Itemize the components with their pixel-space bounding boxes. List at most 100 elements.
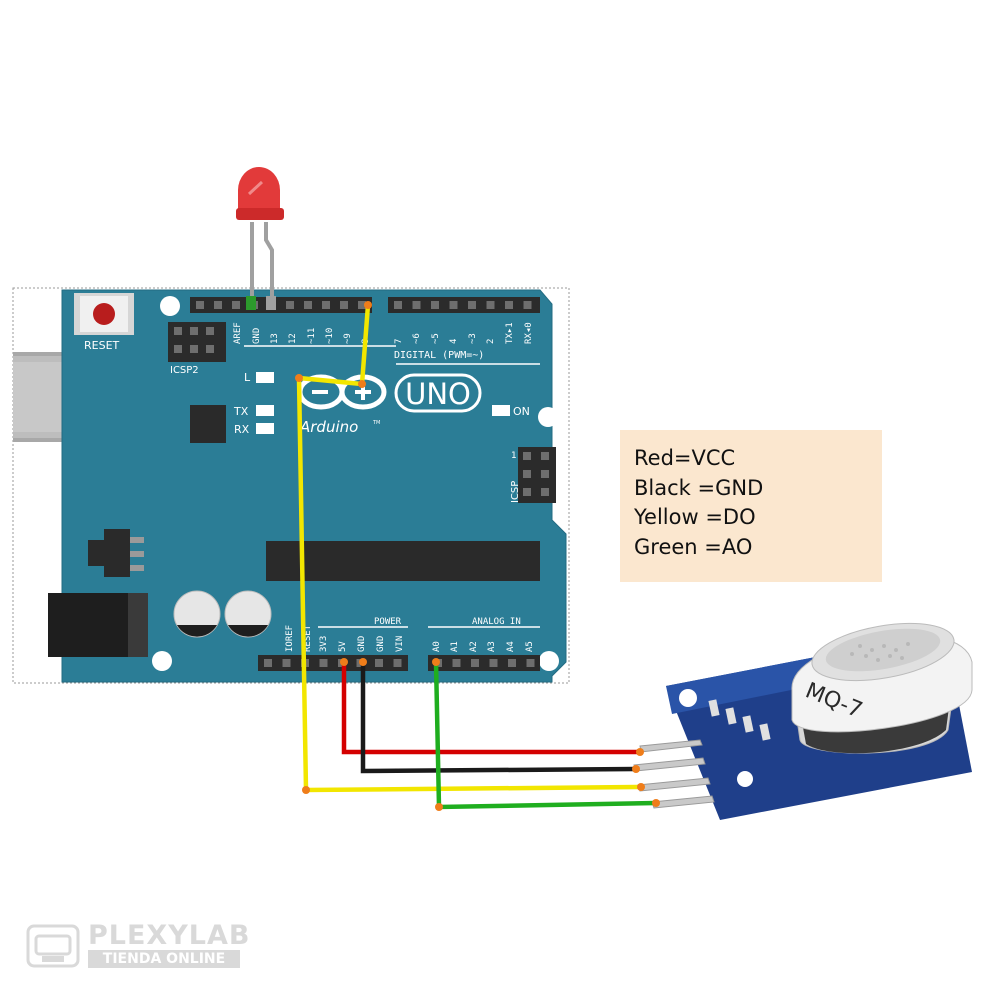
header-pin-hole xyxy=(286,301,294,309)
wire-color-legend: Red=VCC Black =GND Yellow =DO Green =AO xyxy=(620,430,882,582)
pin-label: A4 xyxy=(506,641,516,652)
analog-label: ANALOG IN xyxy=(472,617,521,627)
power-header xyxy=(258,655,408,671)
reset-label: RESET xyxy=(84,339,120,352)
icsp-pin1-label: 1 xyxy=(511,451,517,461)
header-pin-hole xyxy=(452,659,461,667)
pin-label: ~3 xyxy=(468,333,478,344)
reset-button xyxy=(74,293,134,335)
tx-label: TX xyxy=(233,405,249,418)
mounting-hole xyxy=(538,407,558,427)
header-pin-hole xyxy=(322,301,330,309)
header-pin-hole xyxy=(264,659,272,667)
mq7-sensor-module xyxy=(633,623,973,820)
uno-badge xyxy=(394,373,482,413)
pin-label: ~6 xyxy=(412,333,422,344)
header-pin-hole xyxy=(196,301,204,309)
header-pin-hole xyxy=(486,301,495,309)
on-led xyxy=(492,405,510,416)
pin-label: IOREF xyxy=(285,625,295,652)
mounting-hole xyxy=(539,651,559,671)
power-jack xyxy=(48,593,148,657)
header-pin-hole xyxy=(319,659,328,667)
legend-line-vcc: Red=VCC xyxy=(634,446,736,470)
l-led xyxy=(256,372,274,383)
header-pin-hole xyxy=(232,301,240,309)
header-pin-hole xyxy=(508,659,516,667)
pin-label: A3 xyxy=(487,641,497,652)
pin-label: 5V xyxy=(338,641,348,652)
pin-label: 13 xyxy=(270,333,280,344)
plexylab-watermark: PLEXYLAB TIENDA ONLINE xyxy=(26,920,250,974)
analog-header xyxy=(428,655,540,671)
header-pin-hole xyxy=(340,301,348,309)
power-label: POWER xyxy=(374,617,402,627)
icsp2-label: ICSP2 xyxy=(170,365,199,376)
board-outline xyxy=(12,287,570,684)
brand-subtitle: TIENDA ONLINE xyxy=(88,950,240,968)
legend-line-gnd: Black =GND xyxy=(634,475,764,500)
pin-label: A5 xyxy=(525,641,535,652)
voltage-regulator xyxy=(88,529,144,577)
header-pin-hole xyxy=(282,659,291,667)
header-pin-hole xyxy=(358,301,366,309)
pin-label: 3V3 xyxy=(319,636,329,652)
icsp2-header xyxy=(168,322,226,362)
red-led xyxy=(236,167,284,310)
capacitor xyxy=(224,590,272,638)
header-pin-hole xyxy=(471,659,479,667)
pin-label: GND xyxy=(252,328,262,344)
pin-label: 2 xyxy=(486,339,496,344)
pin-label: ~10 xyxy=(325,328,335,344)
header-pin-hole xyxy=(214,301,222,309)
usb-chip xyxy=(190,405,226,443)
header-pin-hole xyxy=(523,301,532,309)
rx-label: RX xyxy=(234,423,250,436)
icsp-header xyxy=(518,447,556,503)
pin-label: VIN xyxy=(395,636,405,652)
header-pin-hole xyxy=(468,301,476,309)
wire-joints xyxy=(295,301,660,811)
pin-label: A1 xyxy=(450,641,460,652)
header-pin-hole xyxy=(449,301,458,309)
header-pin-hole xyxy=(412,301,421,309)
arduino-board xyxy=(61,289,567,683)
digital-label: DIGITAL (PWM=~) xyxy=(394,350,484,361)
pin-label: ~9 xyxy=(343,333,353,344)
arduino-label: Arduino xyxy=(299,418,358,436)
uno-label: UNO xyxy=(405,377,471,411)
pin-label: AREF xyxy=(233,322,243,344)
tx-led xyxy=(256,405,274,416)
legend-line-do: Yellow =DO xyxy=(634,505,756,529)
brand-name: PLEXYLAB xyxy=(88,920,251,951)
header-pin-hole xyxy=(489,659,498,667)
header-pin-hole xyxy=(393,659,402,667)
digital-header-left xyxy=(190,297,372,313)
pin-label: RESET xyxy=(303,624,313,652)
header-pin-hole xyxy=(505,301,513,309)
pin-label: ~5 xyxy=(431,333,441,344)
wire-gnd-black xyxy=(360,662,637,774)
header-pin-hole xyxy=(304,301,312,309)
microcontroller-chip xyxy=(266,541,540,581)
mounting-hole xyxy=(152,651,172,671)
pin-label: 7 xyxy=(394,339,404,344)
pin-label: 12 xyxy=(288,333,298,344)
pin-label: GND xyxy=(357,636,367,652)
header-pin-hole xyxy=(375,659,383,667)
wire-vcc-red xyxy=(341,662,640,755)
analog-pin-labels: A0 A1 A2 A3 A4 A5 xyxy=(432,641,535,652)
capacitor xyxy=(173,590,221,638)
digital-header-right xyxy=(388,297,540,313)
pin-label: A2 xyxy=(469,641,479,652)
mounting-hole xyxy=(160,296,180,316)
icsp-label: ICSP xyxy=(510,481,521,503)
pin-label: ~11 xyxy=(307,328,317,344)
plexylab-logo-icon xyxy=(26,924,80,968)
pin-label: A0 xyxy=(432,641,442,652)
pin-label: GND xyxy=(376,636,386,652)
l-label: L xyxy=(244,371,251,384)
rx-led xyxy=(256,423,274,434)
